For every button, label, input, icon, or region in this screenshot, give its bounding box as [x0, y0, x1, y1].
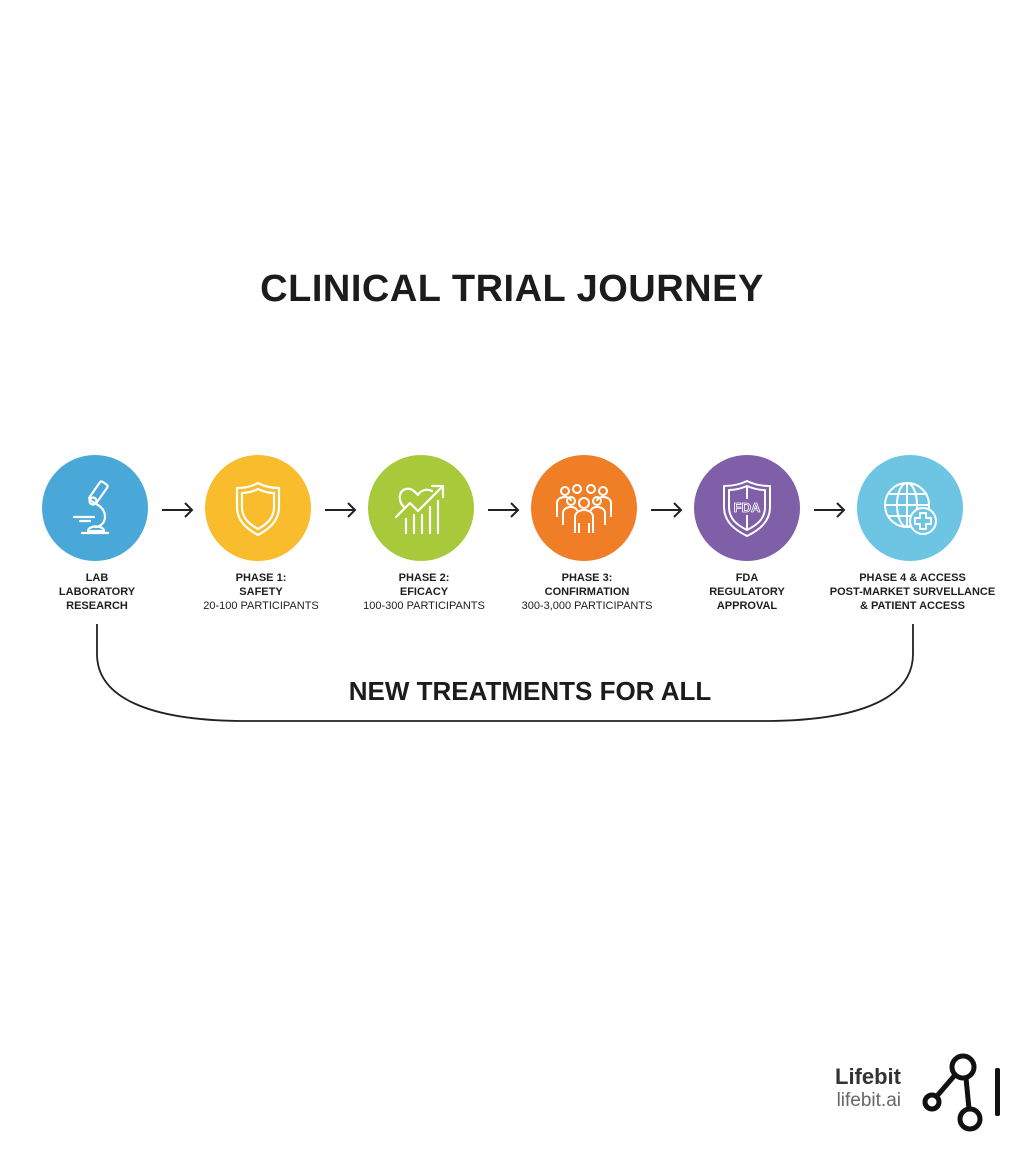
step-circle-phase3 — [531, 455, 637, 561]
brand-url: lifebit.ai — [836, 1090, 901, 1111]
heart-growth-chart-icon — [394, 484, 445, 535]
svg-text:FDA: FDA — [734, 500, 761, 515]
bottom-tagline: NEW TREATMENTS FOR ALL — [348, 676, 712, 706]
diagram-title: CLINICAL TRIAL JOURNEY — [260, 268, 764, 310]
step-label-phase3: PHASE 3: CONFIRMATION 300-3,000 PARTICIP… — [521, 572, 653, 612]
arrow-right-icon — [814, 502, 846, 518]
shield-icon — [235, 481, 281, 537]
step-circle-phase1 — [205, 455, 311, 561]
fda-shield-icon: FDA — [723, 480, 771, 537]
bracket-connector — [96, 624, 914, 722]
step-circle-phase2 — [368, 455, 474, 561]
step-label-lab: LAB LABORATORY RESEARCH — [58, 572, 136, 612]
arrow-right-icon — [488, 502, 520, 518]
step-label-phase2: PHASE 2: EFICACY 100-300 PARTICIPANTS — [363, 572, 485, 612]
step-label-phase4: PHASE 4 & ACCESS POST-MARKET SURVELLANCE… — [829, 572, 996, 612]
globe-plus-icon — [884, 482, 937, 535]
step-circle-fda: FDA — [694, 455, 800, 561]
lifebit-logo-icon — [922, 1053, 1000, 1132]
arrow-right-icon — [651, 502, 683, 518]
step-circle-lab — [42, 455, 148, 561]
group-of-people-icon — [556, 484, 612, 533]
arrow-right-icon — [162, 502, 194, 518]
step-circle-phase4 — [857, 455, 963, 561]
brand-name: Lifebit — [835, 1064, 901, 1089]
brand-block: Lifebit lifebit.ai — [835, 1064, 901, 1112]
microscope-icon — [72, 480, 110, 535]
arrow-right-icon — [325, 502, 357, 518]
step-label-fda: FDA REGULATORY APPROVAL — [709, 572, 785, 612]
step-label-phase1: PHASE 1: SAFETY 20-100 PARTICIPANTS — [203, 572, 319, 612]
